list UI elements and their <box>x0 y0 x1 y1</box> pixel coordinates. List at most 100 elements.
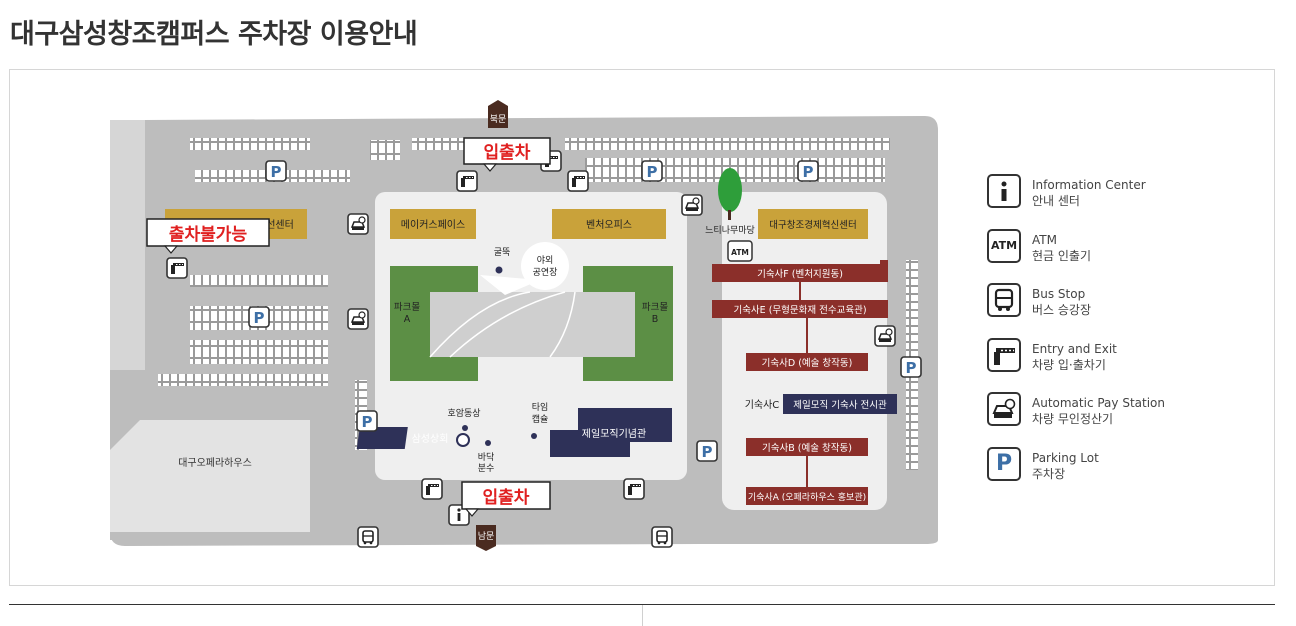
pay-station-icon <box>987 392 1021 426</box>
innovation-center-label: 대구창조경제혁신센터 <box>769 219 856 231</box>
north-gate-label: 북문 <box>490 114 507 125</box>
divider <box>642 605 643 626</box>
gate-barrier-icon[interactable] <box>623 478 645 500</box>
legend-en: Parking Lot <box>1032 450 1099 465</box>
legend-ko: 버스 승강장 <box>1032 303 1092 317</box>
south-gate[interactable] <box>476 525 496 551</box>
campus-map: P <box>110 100 938 551</box>
time-capsule-dot <box>531 433 537 439</box>
callout-entry-exit-north: 입출차 <box>463 137 551 172</box>
atm-icon-text: ATM <box>990 239 1018 252</box>
opera-house <box>110 420 310 532</box>
memorial-hall <box>550 408 672 457</box>
plaza-path <box>429 291 531 358</box>
south-gate-label: 남문 <box>478 531 495 542</box>
legend-item-bus: Bus Stop 버스 승강장 <box>987 283 1257 338</box>
gate-barrier-icon[interactable] <box>421 478 443 500</box>
park-mall-a-label: A <box>404 314 411 325</box>
gate-barrier-icon[interactable] <box>567 170 589 192</box>
legend-item-info: Information Center 안내 센터 <box>987 174 1257 229</box>
parking-stalls <box>190 340 328 352</box>
legend-item-parking: P Parking Lot 주차장 <box>987 446 1257 502</box>
bus-icon[interactable] <box>651 526 673 548</box>
parking-stalls <box>565 138 890 150</box>
parking-stalls <box>190 352 328 364</box>
samsung-store-label: 삼성상회 <box>412 433 449 445</box>
dorm-c-label: 기숙사C <box>745 399 780 411</box>
parking-icon[interactable] <box>797 160 819 182</box>
dorm-e-label: 기숙사E (무형문화재 전수교육관) <box>733 305 866 316</box>
floor-fountain-dot <box>485 440 491 446</box>
parking-icon[interactable] <box>900 356 922 378</box>
dorm-d-label: 기숙사D (예술 창작동) <box>762 358 853 369</box>
gate-barrier-icon[interactable] <box>166 257 188 279</box>
callout-entry-exit-north-label: 입출차 <box>484 143 531 163</box>
legend-en: Information Center <box>1032 178 1146 192</box>
bus-icon[interactable] <box>357 526 379 548</box>
chimney-label: 굴뚝 <box>494 247 511 258</box>
gate-barrier-icon[interactable] <box>456 170 478 192</box>
tree-trunk <box>728 210 731 220</box>
park-mall-b-label: B <box>652 314 659 325</box>
parking-icon[interactable] <box>248 306 270 328</box>
crosswalk <box>370 140 400 160</box>
maker-space <box>390 209 476 239</box>
outdoor-stage <box>521 242 569 290</box>
parking-stalls <box>158 374 328 386</box>
park-mall-a-label: 파크몰 <box>394 302 420 313</box>
samsung-store <box>356 427 408 449</box>
time-capsule-label: 캡슐 <box>532 413 549 425</box>
atm-icon: ATM <box>987 228 1021 263</box>
legend-en: ATM <box>1032 232 1057 247</box>
legend-ko: 주차장 <box>1032 466 1066 481</box>
info-icon <box>987 174 1021 208</box>
callout-no-exit-label: 출차불가능 <box>169 225 248 245</box>
legend-ko: 현금 인출기 <box>1032 248 1092 263</box>
legend-ko: 안내 센터 <box>1032 194 1080 208</box>
pay-station-icon[interactable] <box>347 213 369 235</box>
parking-stalls <box>585 158 885 170</box>
dorm-c-exhibit-label: 제일모직 기숙사 전시관 <box>793 400 887 411</box>
pay-station-icon[interactable] <box>681 194 703 216</box>
legend-item-gate: Entry and Exit 차량 입·출차기 <box>987 337 1257 393</box>
callout-entry-exit-south: 입출차 <box>461 481 551 517</box>
dorm-c <box>783 394 897 414</box>
floor-fountain-label: 바닥 <box>478 452 495 463</box>
east-complex <box>722 192 887 510</box>
outdoor-stage-label: 야외 <box>537 254 554 266</box>
parking-icon[interactable] <box>696 440 718 462</box>
legend-item-pay: Automatic Pay Station 차량 무인정산기 <box>987 392 1257 447</box>
memorial-hall-label: 제일모직기념관 <box>582 428 646 440</box>
pay-station-icon[interactable] <box>874 325 896 347</box>
parking-stalls <box>190 138 310 150</box>
left-strip <box>110 120 145 370</box>
innovation-center <box>758 209 868 239</box>
opera-house-label: 대구오페라하우스 <box>178 456 252 469</box>
dorm-f-label: 기숙사F (벤처지원동) <box>757 268 843 280</box>
callout-no-exit: 출차불가능 <box>146 218 270 254</box>
parking-icon[interactable] <box>356 410 378 432</box>
legend-item-atm: ATM ATM 현금 인출기 <box>987 228 1257 284</box>
dorm-b <box>746 438 868 456</box>
fountain-marker <box>456 433 470 447</box>
parking-icon[interactable] <box>265 160 287 182</box>
page-title: 대구삼성창조캠퍼스 주차장 이용안내 <box>10 19 418 50</box>
north-gate[interactable] <box>488 100 508 128</box>
dorm-f <box>712 264 888 282</box>
pay-station-icon[interactable] <box>347 308 369 330</box>
dorm-d <box>746 353 868 371</box>
dorm-e <box>712 300 888 318</box>
legend-ko: 차량 무인정산기 <box>1032 412 1114 426</box>
legend-en: Bus Stop <box>1032 287 1086 301</box>
divider <box>9 604 1275 605</box>
floor-fountain-label: 분수 <box>478 463 495 474</box>
dorm-a-label: 기숙사A (오페라하우스 홍보관) <box>748 491 866 503</box>
outdoor-stage-label: 공연장 <box>533 267 558 278</box>
stage-wedge <box>480 275 540 295</box>
venture-office-label: 벤처오피스 <box>586 219 632 231</box>
zelkova-yard-label: 느티나무마당 <box>705 225 755 236</box>
atm-icon[interactable] <box>727 240 753 262</box>
dorm-b-label: 기숙사B (예술 창작동) <box>762 443 852 454</box>
plaza-path <box>449 291 566 358</box>
parking-icon[interactable] <box>641 160 663 182</box>
